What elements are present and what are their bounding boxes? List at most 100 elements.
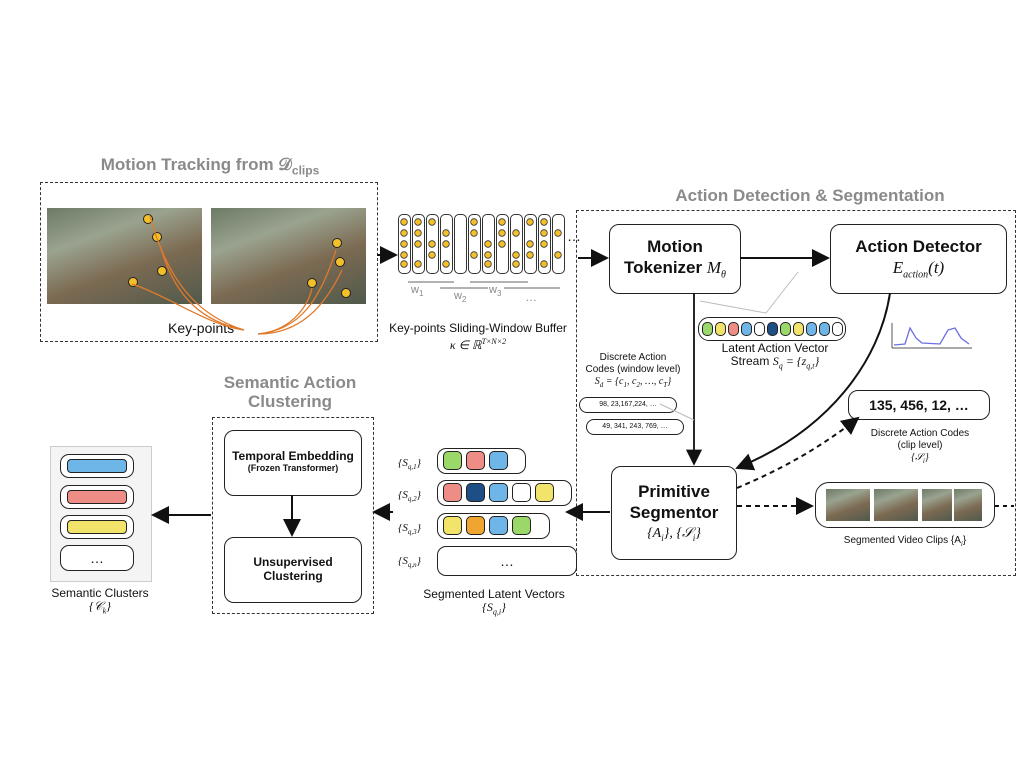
keypoint-marker <box>341 288 351 298</box>
clip-codes-caption: Discrete Action Codes (clip level) {𝒮i} <box>840 428 1000 467</box>
keypoint-marker <box>157 266 167 276</box>
latent-code-cell <box>819 321 830 336</box>
action-detector-line1: Action Detector <box>855 237 982 256</box>
temporal-embedding-line1: Temporal Embedding <box>232 449 354 463</box>
window-brackets <box>408 281 560 289</box>
segmented-clips-caption: Segmented Video Clips {Ai} <box>843 535 967 548</box>
keypoint-marker <box>307 278 317 288</box>
segment-code-cell <box>466 483 485 503</box>
keypoint-marker <box>128 277 138 287</box>
clip-caption-line1: Discrete Action Codes <box>870 428 970 439</box>
unsupervised-line2: Clustering <box>263 569 323 583</box>
motion-tokenizer-line1: Motion <box>647 237 703 256</box>
segment-code-cell <box>443 516 462 536</box>
cluster-item <box>60 515 134 539</box>
action-detector-box: Action Detector Eaction(t) <box>830 224 1007 294</box>
segmented-clips-strip <box>815 482 995 528</box>
latent-stream-caption: Latent Action Vector Stream Sq = {zq,t} <box>705 342 845 372</box>
segment-row-1 <box>437 448 526 474</box>
cluster-swatch <box>67 459 127 473</box>
cluster-item <box>60 454 134 478</box>
window-w2-label: w2 <box>454 290 467 305</box>
latent-code-cell <box>832 321 843 336</box>
arrow-detector-to-segmentor <box>735 292 891 471</box>
motion-tracking-panel <box>40 182 378 342</box>
segment-code-cell <box>466 516 485 536</box>
buffer-column <box>552 214 565 274</box>
semantic-clusters-caption: Semantic Clusters {𝒞k} <box>40 587 160 617</box>
latent-vector-stream <box>698 317 846 341</box>
motion-tokenizer-line2: Tokenizer Mθ <box>624 258 726 281</box>
motion-tracking-title-text: Motion Tracking from 𝒟 <box>100 155 292 174</box>
primitive-segmentor-box: Primitive Segmentor {Ai}, {𝒮i} <box>611 466 737 560</box>
keypoints-label: Key-points <box>168 320 235 336</box>
latent-code-cell <box>806 321 817 336</box>
detector-signal-plot <box>891 323 972 349</box>
discrete-window-formula: Sd = {c1, c2, …, cT} <box>594 376 672 389</box>
segmented-vectors-caption: Segmented Latent Vectors {Sq,i} <box>410 588 578 618</box>
segment-row-label: {Sq,3} <box>398 522 422 537</box>
buffer-column <box>510 214 523 274</box>
buffer-column <box>454 214 467 274</box>
detection-panel <box>576 210 1016 576</box>
motion-tracking-title: Motion Tracking from 𝒟clips <box>60 155 360 177</box>
discrete-window-caption: Discrete Action Codes (window level) Sd … <box>578 352 688 391</box>
detection-title: Action Detection & Segmentation <box>675 186 945 205</box>
latent-code-cell <box>702 321 713 336</box>
latent-code-cell <box>793 321 804 336</box>
segment-code-cell <box>466 451 485 471</box>
unsupervised-clustering-box: Unsupervised Clustering <box>224 537 362 603</box>
temporal-embedding-line2: (Frozen Transformer) <box>247 463 339 473</box>
segment-code-cell <box>489 451 508 471</box>
buffer-ellipsis-below: … <box>525 290 537 304</box>
segment-code-cell <box>489 516 508 536</box>
callout-lines <box>659 271 799 421</box>
segment-code-cell <box>489 483 508 503</box>
video-frame-2 <box>211 208 366 304</box>
clip-thumbnail <box>826 489 870 521</box>
buffer-caption: Key-points Sliding-Window Buffer κ ∈ ℝT×… <box>382 322 574 352</box>
clip-caption-formula: {𝒮i} <box>911 452 929 465</box>
buffer-formula: κ ∈ ℝT×N×2 <box>449 337 507 352</box>
buffer-caption-text: Key-points Sliding-Window Buffer <box>389 321 567 335</box>
clip-thumbnail <box>922 489 952 521</box>
latent-code-cell <box>728 321 739 336</box>
latent-code-cell <box>754 321 765 336</box>
latent-caption-line1: Latent Action Vector <box>721 341 829 355</box>
motion-tracking-title-sub: clips <box>291 163 320 178</box>
motion-tokenizer-box: Motion Tokenizer Mθ <box>609 224 741 294</box>
cluster-swatch <box>67 490 127 504</box>
action-detector-formula: Eaction(t) <box>892 258 945 281</box>
segmentor-formula: {Ai}, {𝒮i} <box>647 526 701 543</box>
clip-thumbnail <box>874 489 918 521</box>
window-code-pill-1: 98, 23,167,224, … <box>579 397 677 413</box>
discrete-window-line1: Discrete Action <box>599 352 667 363</box>
keypoint-marker <box>335 257 345 267</box>
keypoint-leader-lines <box>131 215 343 335</box>
clustering-title: Semantic Action Clustering <box>190 373 390 411</box>
buffer-ellipsis-right: … <box>567 228 581 244</box>
segment-row-label: {Sq,n} <box>398 555 422 570</box>
clustering-title-line1: Semantic Action <box>223 373 357 392</box>
window-code-pill-2: 49, 341, 243, 769, … <box>586 419 684 435</box>
keypoint-marker <box>143 214 153 224</box>
temporal-embedding-box: Temporal Embedding (Frozen Transformer) <box>224 430 362 496</box>
clip-caption-line2: (clip level) <box>897 440 943 451</box>
buffer-keypoints <box>400 218 562 268</box>
segment-row-2 <box>437 480 572 506</box>
discrete-window-line2: Codes (window level) <box>585 364 681 375</box>
clip-codes-box: 135, 456, 12, … <box>848 390 990 420</box>
latent-caption-line2: Stream Sq = {zq,t} <box>730 354 820 371</box>
unsupervised-line1: Unsupervised <box>253 555 333 569</box>
segment-code-cell <box>512 483 531 503</box>
segment-code-cell <box>443 451 462 471</box>
clip-thumbnail <box>954 489 982 521</box>
latent-code-cell <box>741 321 752 336</box>
window-w3-label: w3 <box>489 284 502 299</box>
segment-code-cell <box>443 483 462 503</box>
latent-code-cell <box>715 321 726 336</box>
clustering-title-line2: Clustering <box>247 392 333 411</box>
latent-code-cell <box>780 321 791 336</box>
video-frame-1 <box>47 208 202 304</box>
